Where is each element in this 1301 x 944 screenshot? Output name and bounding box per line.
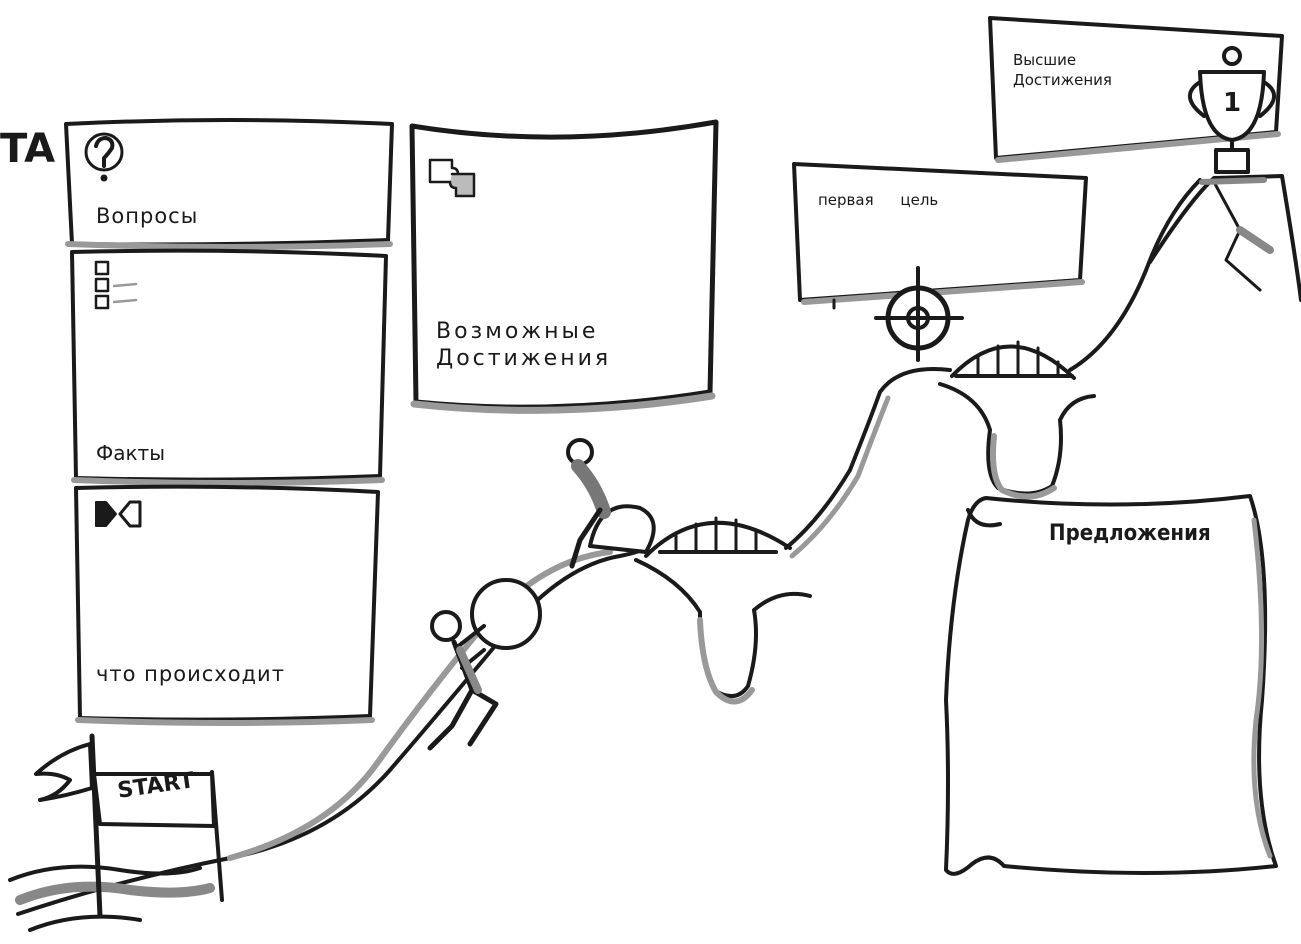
board-first-goal (794, 164, 1086, 308)
happening-label: что происходит (96, 662, 285, 686)
climber-figure (430, 580, 540, 748)
bridge-first (646, 518, 790, 556)
mountain-peak (1150, 176, 1301, 300)
canyon-second (940, 384, 1094, 497)
proposals-label: Предложения (1049, 521, 1211, 546)
scroll-proposals (946, 496, 1276, 874)
board-happening (76, 487, 378, 723)
questions-label: Вопросы (96, 204, 198, 228)
start-ground (10, 867, 210, 930)
trophy-rank: 1 (1223, 88, 1241, 118)
canyon-first (636, 560, 810, 702)
first-goal-label: первая цель (818, 191, 938, 209)
facts-label: Факты (96, 441, 165, 465)
bridge-second (952, 342, 1074, 378)
highest-achievements-label: Высшие Достижения (1013, 50, 1112, 90)
possible-achievements-label: Возможные Достижения (436, 318, 611, 372)
page-title-fragment: TA (0, 126, 55, 172)
thinker-figure (568, 440, 654, 566)
